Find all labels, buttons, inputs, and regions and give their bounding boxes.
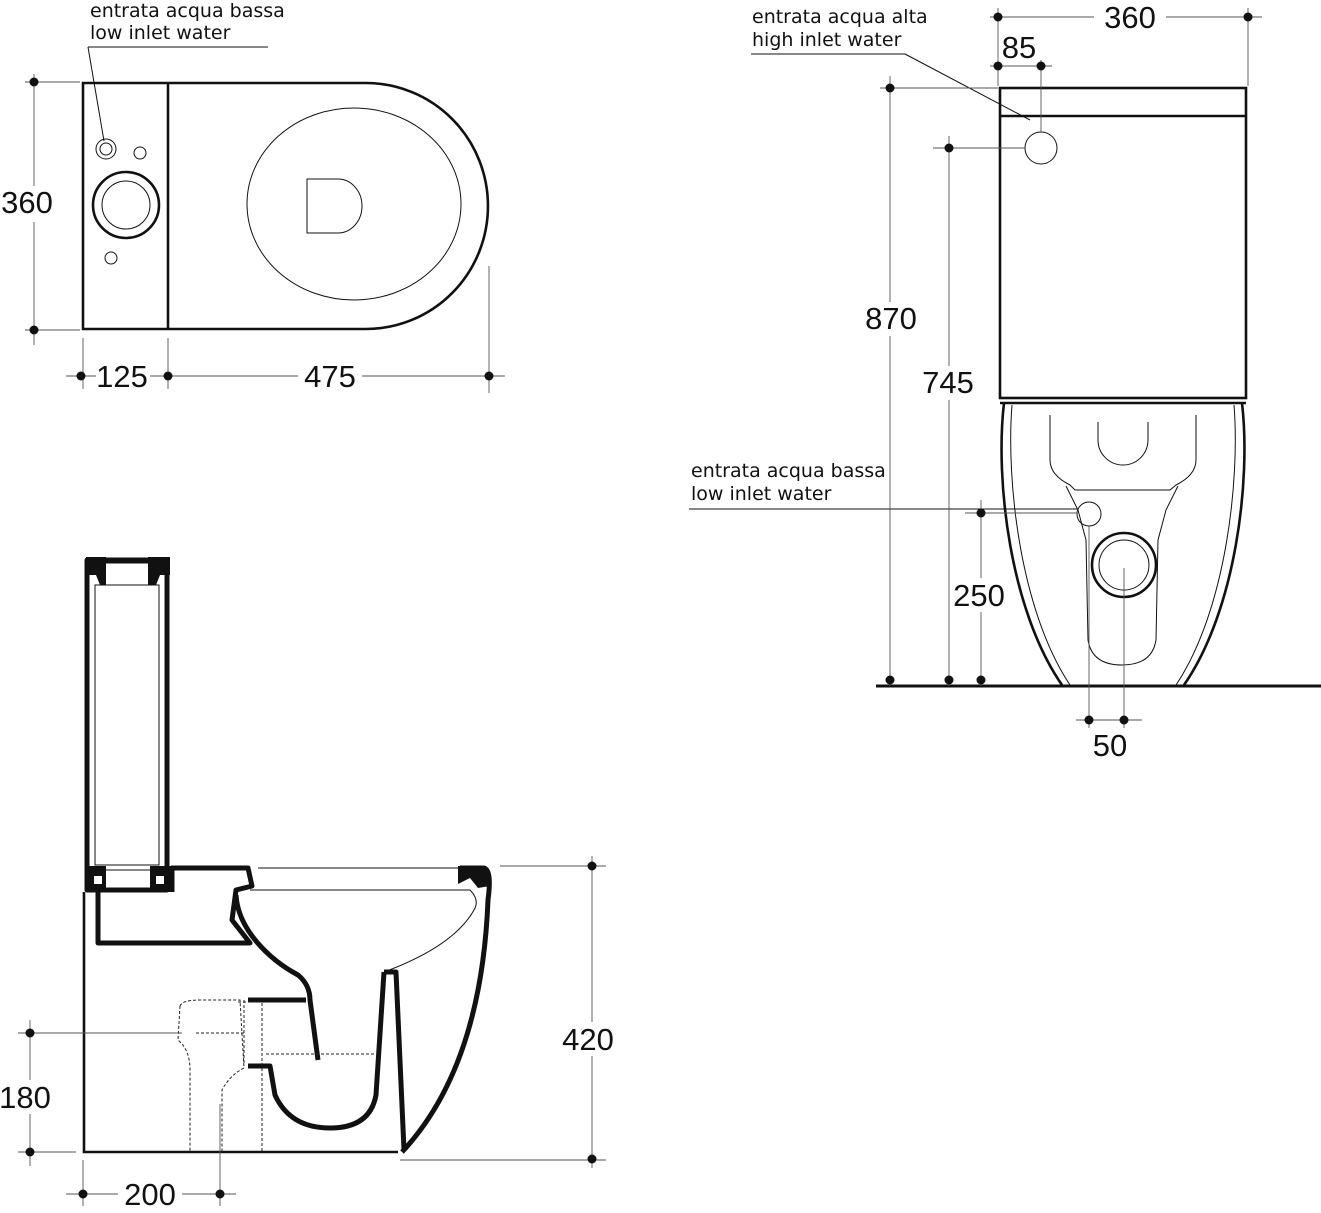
side-outlet-distance-value: 200 <box>124 1177 176 1212</box>
top-width-value: 360 <box>1 185 53 220</box>
front-width-dimension: 360 <box>990 0 1262 86</box>
top-view: entrata acqua bassa low inlet water 360 … <box>0 0 505 394</box>
front-high-inlet-label-en: high inlet water <box>752 29 902 51</box>
top-width-dimension: 360 <box>0 74 80 345</box>
side-view: 420 180 200 <box>0 557 620 1213</box>
side-outlet-height-value: 180 <box>0 1080 51 1115</box>
side-outlet-dashed <box>177 999 263 1152</box>
front-total-height-value: 870 <box>865 301 917 336</box>
front-low-inlet-label-it: entrata acqua bassa <box>691 460 886 482</box>
top-view-outline <box>81 81 490 331</box>
front-low-inlet-callout: entrata acqua bassa low inlet water <box>689 460 1078 510</box>
front-high-inlet-label-it: entrata acqua alta <box>752 6 928 28</box>
front-total-height-dimension: 870 <box>862 76 998 686</box>
front-low-offset-dimension: 50 <box>1076 526 1142 763</box>
side-rim-height-dimension: 420 <box>400 856 620 1168</box>
front-low-inlet-height-value: 250 <box>953 578 1005 613</box>
front-low-inlet-height-dimension: 250 <box>950 500 1077 686</box>
front-low-inlet-label-en: low inlet water <box>691 483 832 505</box>
front-high-inlet-height-value: 745 <box>922 365 974 400</box>
front-view: entrata acqua alta high inlet water entr… <box>689 0 1321 763</box>
top-low-inlet-label-en: low inlet water <box>90 22 231 44</box>
front-high-inlet-height-dimension: 745 <box>918 136 1025 686</box>
front-high-offset-value: 85 <box>1002 30 1036 65</box>
front-high-offset-dimension: 85 <box>990 30 1052 132</box>
side-cistern <box>84 557 172 893</box>
top-bowl-depth-value: 475 <box>304 359 356 394</box>
side-outlet-height-dimension: 180 <box>0 1020 182 1166</box>
side-outlet-distance-dimension: 200 <box>66 1104 236 1213</box>
front-width-value: 360 <box>1104 0 1156 35</box>
top-tank-depth-value: 125 <box>96 359 148 394</box>
top-low-inlet-callout: entrata acqua bassa low inlet water <box>87 0 285 142</box>
side-rim-height-value: 420 <box>562 1022 614 1057</box>
front-low-offset-value: 50 <box>1093 728 1127 763</box>
front-high-inlet-callout: entrata acqua alta high inlet water <box>751 6 1031 121</box>
top-depth-dimension: 125 475 <box>66 266 505 394</box>
top-low-inlet-label-it: entrata acqua bassa <box>90 0 285 22</box>
side-bowl-section <box>82 865 492 1154</box>
